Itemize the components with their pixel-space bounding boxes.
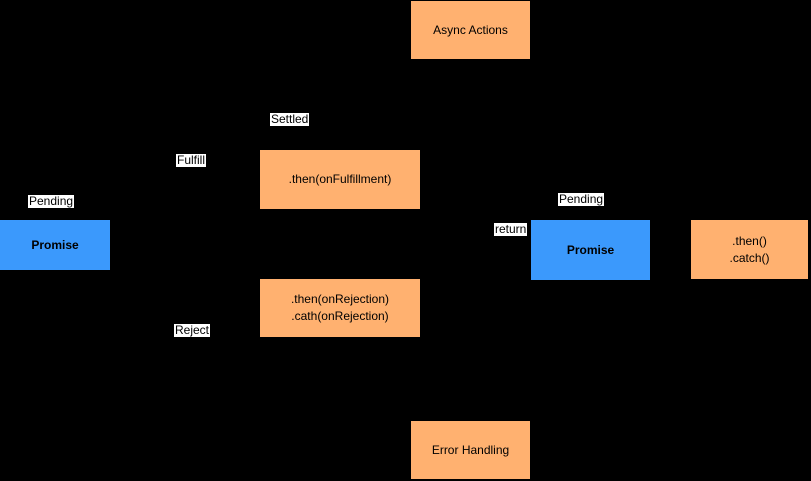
node-label: Error Handling [431,442,510,457]
edge-label-pending-left: Pending [28,194,75,208]
node-error-handling: Error Handling [411,421,530,479]
node-label-line2: .cath(onRejection) [291,309,389,323]
node-label: Promise [31,237,79,252]
node-label-line1: .then(onRejection) [290,292,390,307]
edge-label-pending-right: Pending [558,192,605,206]
node-label: Async Actions [433,22,508,37]
node-then-onfulfillment: .then(onFulfillment) [260,150,420,209]
node-then-catch: .then() .catch() [691,220,808,279]
node-label: .then(onFulfillment) [288,172,392,187]
edge-label-reject: Reject [174,323,211,337]
edge-label-fulfill: Fulfill [176,153,207,167]
edge-label-settled: Settled [270,112,310,126]
node-async-actions: Async Actions [411,1,530,59]
node-promise-right: Promise [531,220,650,280]
edge-label-return: return [494,222,528,236]
node-label: Promise [566,242,615,257]
node-label-line2: .catch() [729,250,770,265]
node-label-line1: .then() [732,233,767,248]
node-then-onrejection: .then(onRejection) .cath(onRejection) [260,279,420,337]
node-promise-left: Promise [0,220,110,270]
